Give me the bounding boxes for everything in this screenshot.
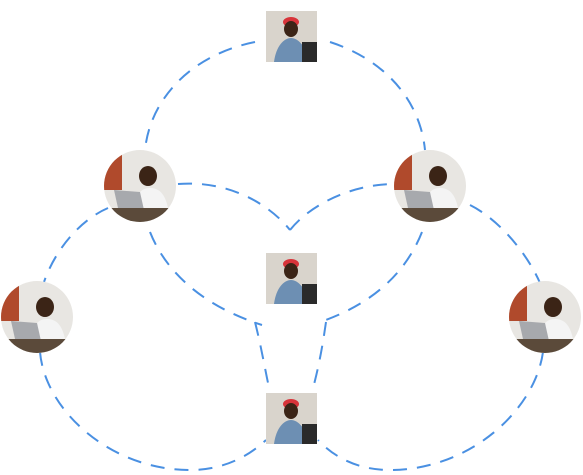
person-at-laptop-photo [1,281,73,353]
person-with-red-cap-photo [266,253,317,304]
connector-middle-left [149,231,263,326]
connector-top-loop [144,41,256,151]
connector-top-loop-right [329,41,426,151]
connector-right-wing [469,204,541,284]
portrait-card-center[interactable] [266,253,317,304]
person-at-laptop-photo [509,281,581,353]
connector-bottom-left [39,351,267,472]
connector-bottom-right [317,351,544,472]
person-at-laptop-photo [104,150,176,222]
person-with-red-cap-photo [266,11,317,62]
connector-center-down-left [254,321,271,393]
person-at-laptop-photo [394,150,466,222]
portrait-round-left[interactable] [1,281,73,353]
portrait-round-upper-left[interactable] [104,150,176,222]
connector-center-down-right [311,321,327,393]
connector-left-wing [43,207,109,283]
portrait-round-upper-right[interactable] [394,150,466,222]
connector-middle-right [319,231,423,323]
portrait-card-bottom[interactable] [266,393,317,444]
connector-inner-right [289,183,393,231]
connector-inner-left [177,182,291,231]
portrait-card-top[interactable] [266,11,317,62]
person-with-red-cap-photo [266,393,317,444]
portrait-round-right[interactable] [509,281,581,353]
